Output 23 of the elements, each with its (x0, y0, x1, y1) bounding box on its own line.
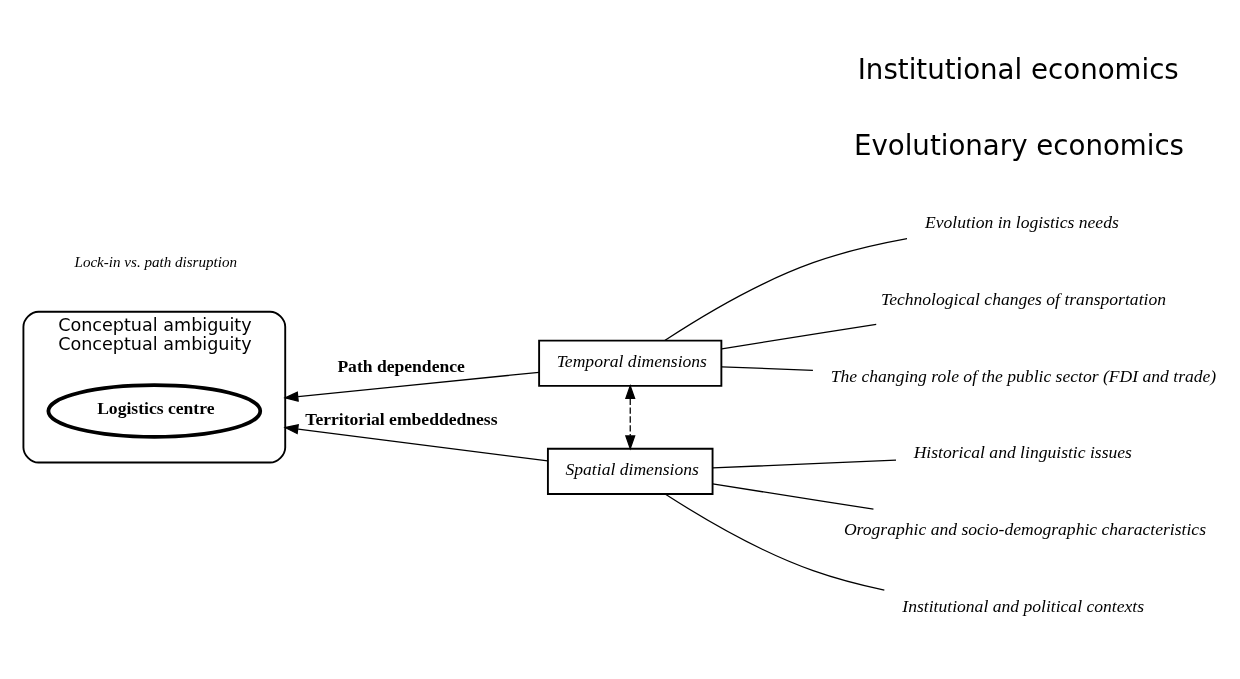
label: Evolutionary economics (853, 128, 1185, 162)
node-box: Spatial dimensions (546, 447, 714, 495)
connector (664, 492, 885, 591)
arrow (283, 423, 549, 462)
connector (712, 482, 875, 510)
node-ellipse: Logistics centre (46, 382, 263, 439)
node-text: Institutional and political contexts (902, 595, 1145, 616)
node-text: Orographic and socio-demographic characteristics (843, 518, 1206, 539)
arrow (624, 383, 636, 450)
connector (721, 365, 814, 371)
label: Lock-in vs. path disruption (74, 253, 238, 270)
node-text: The changing role of the public sector (FDI and trade) (830, 365, 1217, 386)
connector (664, 237, 908, 341)
edge-label: Territorial embeddedness (305, 408, 498, 429)
arrow (283, 371, 540, 402)
connector (712, 459, 897, 469)
label: Institutional economics (857, 52, 1179, 86)
node-text: Evolution in logistics needs (924, 211, 1119, 232)
node-text: Technological changes of transportation (880, 288, 1166, 309)
connector (721, 323, 877, 349)
node-box: Temporal dimensions (538, 339, 723, 387)
node-text: Historical and linguistic issues (913, 441, 1132, 462)
edge-label: Path dependence (337, 355, 465, 376)
